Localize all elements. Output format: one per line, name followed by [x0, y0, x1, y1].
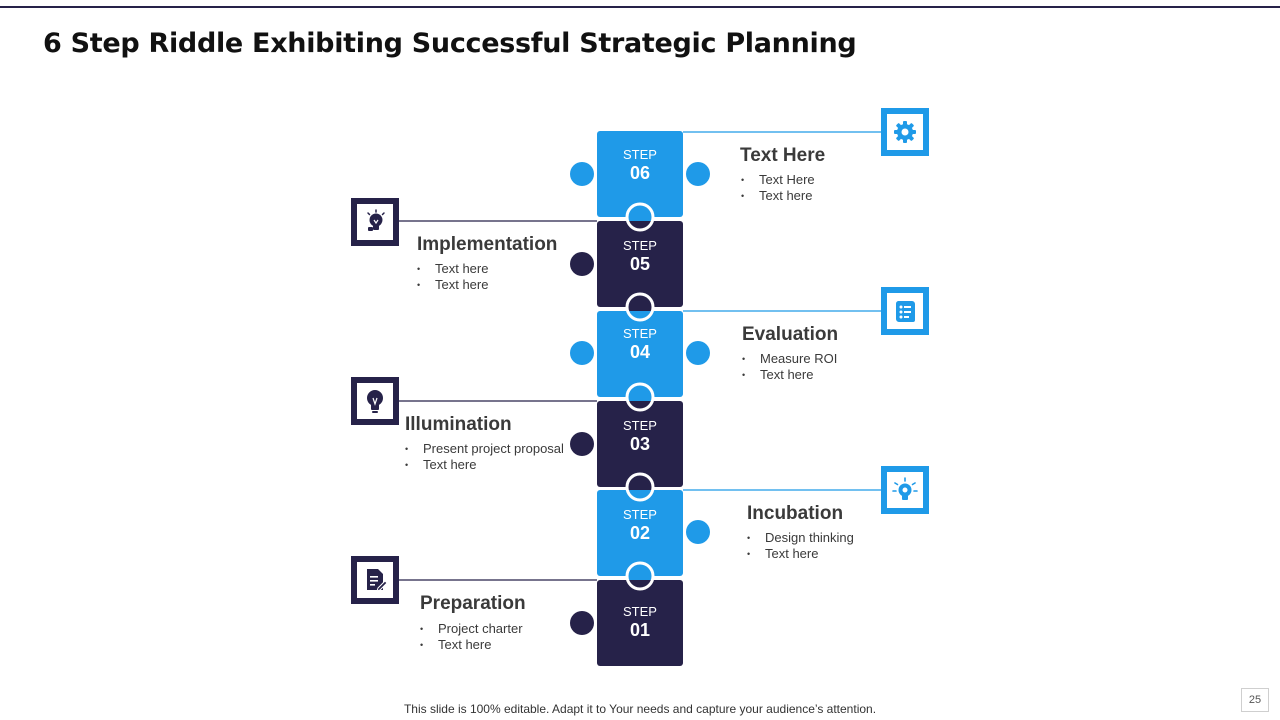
- step-06-heading: Text Here: [740, 145, 826, 166]
- idea-bulb-icon: [367, 209, 385, 231]
- step-06-bullets: Text Here Text here: [741, 172, 815, 204]
- step-02-heading: Incubation: [747, 503, 844, 524]
- top-rule: [0, 6, 1280, 8]
- step-06-number: 06: [629, 163, 651, 183]
- step-01-badge: STEP 01: [597, 604, 683, 641]
- gear-icon: [894, 121, 916, 143]
- step-01-bullet-2: Text here: [420, 637, 523, 653]
- step-02-label: STEP: [623, 507, 657, 522]
- step-06-bullet-2: Text here: [741, 188, 815, 204]
- step-05-label: STEP: [623, 238, 657, 253]
- step-06-icon-box: [881, 108, 929, 156]
- step-02-bullets: Design thinking Text here: [747, 530, 854, 562]
- knob-outline-04: [625, 382, 655, 412]
- knob-outline-03: [625, 472, 655, 502]
- step-02-badge: STEP 02: [597, 507, 683, 544]
- step-01-number: 01: [629, 620, 651, 640]
- step-01-heading: Preparation: [420, 593, 526, 614]
- step-01-bullet-1: Project charter: [420, 621, 523, 637]
- step-04-number: 04: [629, 342, 651, 362]
- step-01-icon-box: [351, 556, 399, 604]
- step-02-icon-box: [881, 466, 929, 514]
- step-04-bullet-2: Text here: [742, 367, 837, 383]
- step-04-icon-box: [881, 287, 929, 335]
- step-05-icon-box: [351, 198, 399, 246]
- step-06-label: STEP: [623, 147, 657, 162]
- knob-outline-05: [625, 292, 655, 322]
- knob-outline-02: [625, 561, 655, 591]
- step-05-bullets: Text here Text here: [417, 261, 488, 293]
- step-01-bullets: Project charter Text here: [420, 621, 523, 653]
- step-05-bullet-2: Text here: [417, 277, 488, 293]
- step-04-badge: STEP 04: [597, 326, 683, 363]
- document-edit-icon: [367, 569, 388, 592]
- step-05-heading: Implementation: [417, 234, 558, 255]
- page-number: 25: [1241, 688, 1269, 712]
- checklist-scroll-icon: [895, 301, 915, 322]
- step-03-number: 03: [629, 434, 651, 454]
- step-03-bullet-1: Present project proposal: [405, 441, 564, 457]
- step-04-heading: Evaluation: [742, 324, 839, 345]
- step-05-badge: STEP 05: [597, 238, 683, 275]
- footer-note: This slide is 100% editable. Adapt it to…: [403, 702, 877, 716]
- step-05-number: 05: [629, 254, 651, 274]
- step-04-label: STEP: [623, 326, 657, 341]
- slide-title: 6 Step Riddle Exhibiting Successful Stra…: [43, 28, 857, 59]
- puzzle-piece-step-06: [570, 131, 710, 230]
- step-02-bullet-2: Text here: [747, 546, 854, 562]
- step-02-bullet-1: Design thinking: [747, 530, 854, 546]
- puzzle-piece-step-01: [570, 580, 683, 666]
- step-03-heading: Illumination: [405, 414, 512, 435]
- step-04-bullets: Measure ROI Text here: [742, 351, 837, 383]
- bright-bulb-icon: [892, 477, 918, 500]
- step-02-number: 02: [629, 523, 651, 543]
- step-03-bullet-2: Text here: [405, 457, 564, 473]
- step-03-icon-box: [351, 377, 399, 425]
- step-01-label: STEP: [623, 604, 657, 619]
- step-06-bullet-1: Text Here: [741, 172, 815, 188]
- step-03-badge: STEP 03: [597, 418, 683, 455]
- step-03-bullets: Present project proposal Text here: [405, 441, 564, 473]
- step-06-badge: STEP 06: [597, 147, 683, 184]
- step-03-label: STEP: [623, 418, 657, 433]
- knob-outline-06: [625, 202, 655, 232]
- step-05-bullet-1: Text here: [417, 261, 488, 277]
- step-04-bullet-1: Measure ROI: [742, 351, 837, 367]
- lightbulb-icon: [367, 390, 383, 413]
